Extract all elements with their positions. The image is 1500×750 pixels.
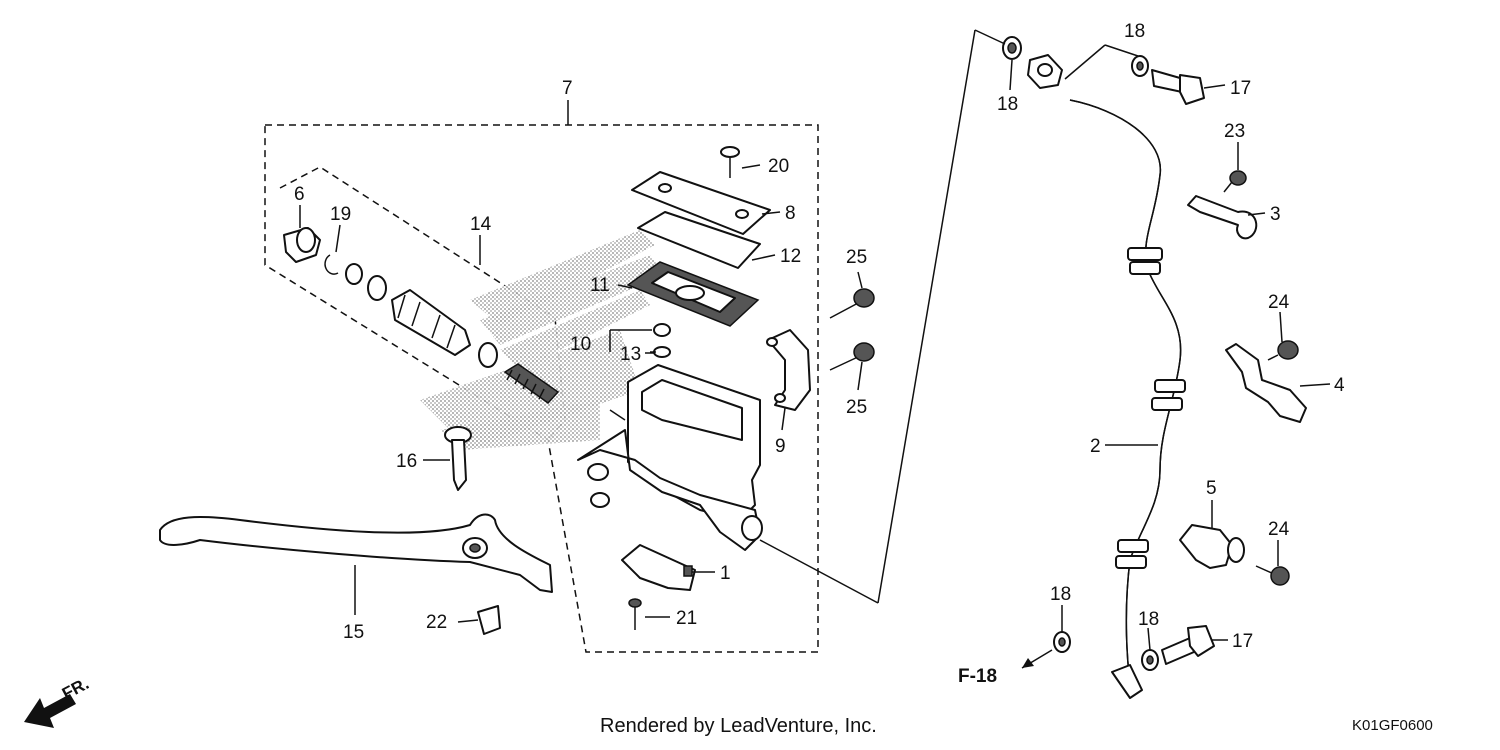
label-23: 23 [1224,121,1245,142]
clamp-3 [1187,170,1258,240]
label-3: 3 [1270,204,1281,225]
clamp-5 [1179,524,1290,586]
cup-part [367,275,387,301]
label-6: 6 [294,184,305,205]
switch-screw [628,598,642,630]
spring-part [503,363,560,404]
label-12: 12 [780,246,801,267]
label-18-bottom-right: 18 [1138,609,1159,630]
label-17-top: 17 [1230,78,1251,99]
piston-assembly [283,227,560,404]
holder-clamp [766,329,811,411]
reference-label: F-18 [958,666,997,687]
label-7: 7 [562,78,573,99]
brake-hose [1027,54,1186,699]
label-22: 22 [426,612,447,633]
credit-text: Rendered by LeadVenture, Inc. [600,715,877,737]
reservoir-cap-stack [609,146,771,358]
label-8: 8 [785,203,796,224]
label-11: 11 [590,275,610,296]
label-18-top-center: 18 [1124,21,1145,42]
label-15: 15 [343,622,364,643]
label-13: 13 [620,344,641,365]
part-labels: 7 20 8 12 11 10 13 14 6 19 9 1 21 16 15 … [294,21,1345,652]
label-24-top: 24 [1268,292,1290,313]
brake-switch [621,544,696,591]
seal-part [478,342,498,368]
brake-lever [159,513,553,593]
label-24-bottom: 24 [1268,519,1290,540]
label-25-top: 25 [846,247,867,268]
master-cylinder-body [577,364,763,551]
label-10: 10 [570,334,591,355]
label-17-bottom: 17 [1232,631,1253,652]
label-18-bottom-left: 18 [1050,584,1071,605]
diaphragm-part [626,261,760,327]
label-9: 9 [775,436,786,457]
nut-part [653,323,671,337]
label-21: 21 [676,608,697,629]
cap-screw [720,146,740,178]
label-18-top-left: 18 [997,94,1018,115]
label-5: 5 [1206,478,1217,499]
label-25-bottom: 25 [846,397,867,418]
pivot-bolt [444,426,472,491]
front-direction-arrow: FR. [24,674,92,728]
clamp-4 [1225,340,1307,423]
label-14: 14 [470,214,492,235]
washer-small [653,346,671,358]
circlip-part [324,254,339,275]
holder-bolts [829,288,875,371]
label-1: 1 [720,563,731,584]
hose-hardware [1002,36,1215,671]
boot-part [283,227,321,263]
leader-lines [299,29,1331,669]
washer-part [345,263,363,285]
plate-part [637,211,761,269]
label-16: 16 [396,451,417,472]
diagram-code: K01GF0600 [1352,717,1433,734]
label-19: 19 [330,204,351,225]
label-20: 20 [768,156,789,177]
label-4: 4 [1334,375,1345,396]
piston-part [391,289,471,356]
label-2: 2 [1090,436,1101,457]
lever-nut [477,605,501,635]
